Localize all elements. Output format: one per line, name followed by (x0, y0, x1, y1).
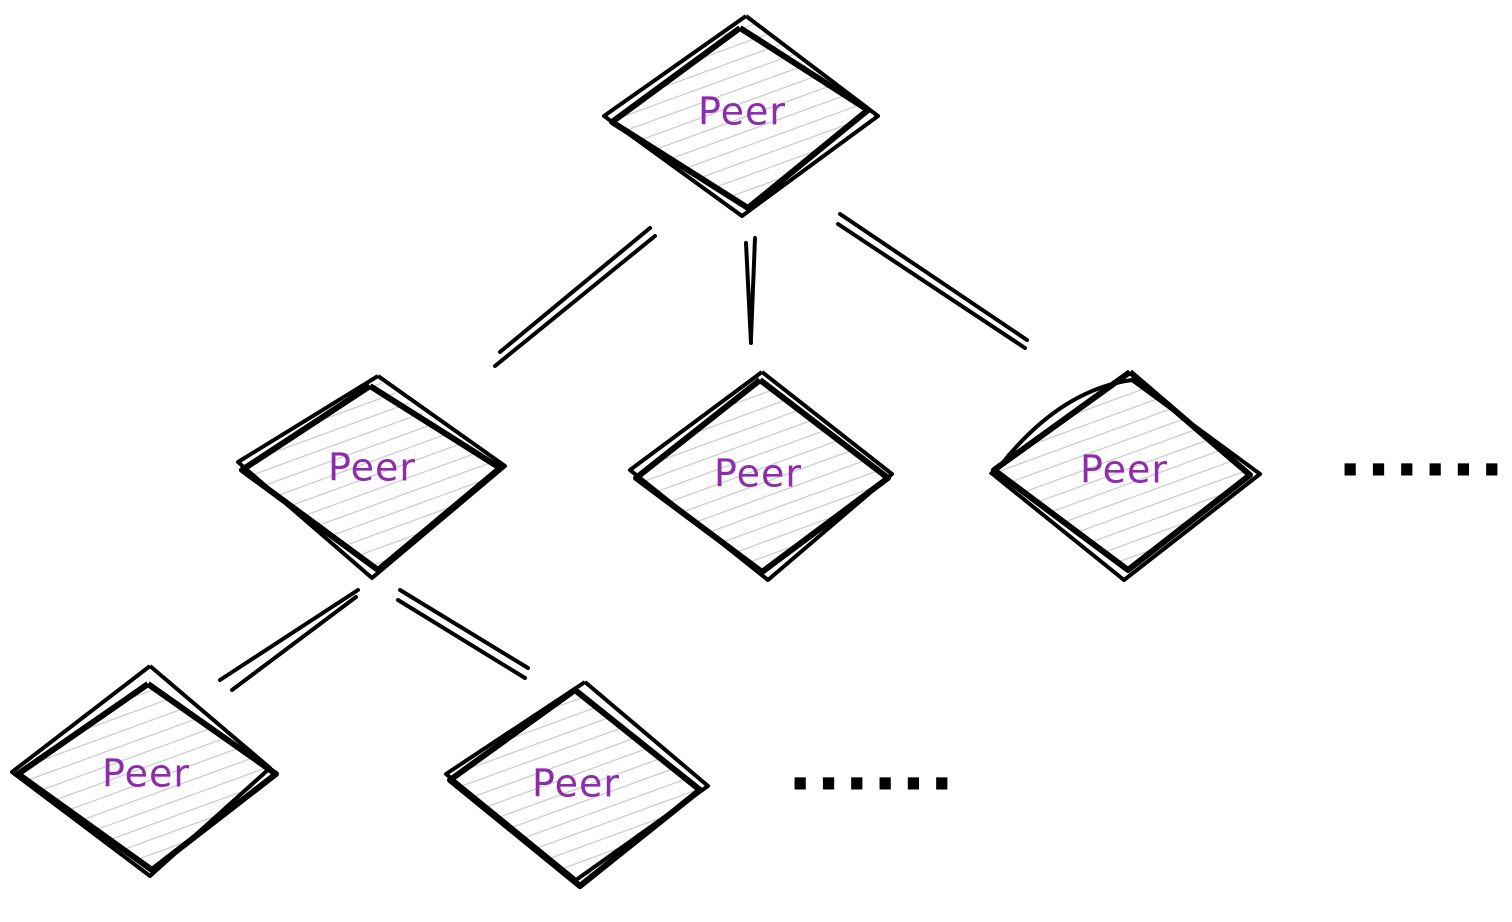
peer-node-level1-left: Peer (236, 374, 507, 580)
peer-label: Peer (532, 762, 620, 806)
peer-label: Peer (714, 452, 802, 496)
peer-node-level2-left: Peer (10, 664, 279, 878)
edge-left-to-child-right (396, 588, 530, 680)
peer-label: Peer (1080, 448, 1168, 492)
edge-root-to-middle (744, 236, 757, 345)
level1-continuation-ellipsis: ...... (1338, 418, 1508, 492)
peer-label: Peer (328, 446, 416, 490)
edge-root-to-right (836, 212, 1029, 350)
peer-node-root: Peer (602, 14, 880, 218)
peer-label: Peer (698, 90, 786, 134)
edge-left-to-child-left (218, 588, 360, 692)
peer-node-level1-middle: Peer (628, 370, 894, 582)
edge-root-to-left (493, 226, 657, 368)
peer-label: Peer (102, 752, 190, 796)
peer-node-level2-right: Peer (444, 680, 710, 889)
level2-continuation-ellipsis: ...... (788, 732, 958, 806)
peer-node-level1-right: Peer (988, 369, 1262, 582)
